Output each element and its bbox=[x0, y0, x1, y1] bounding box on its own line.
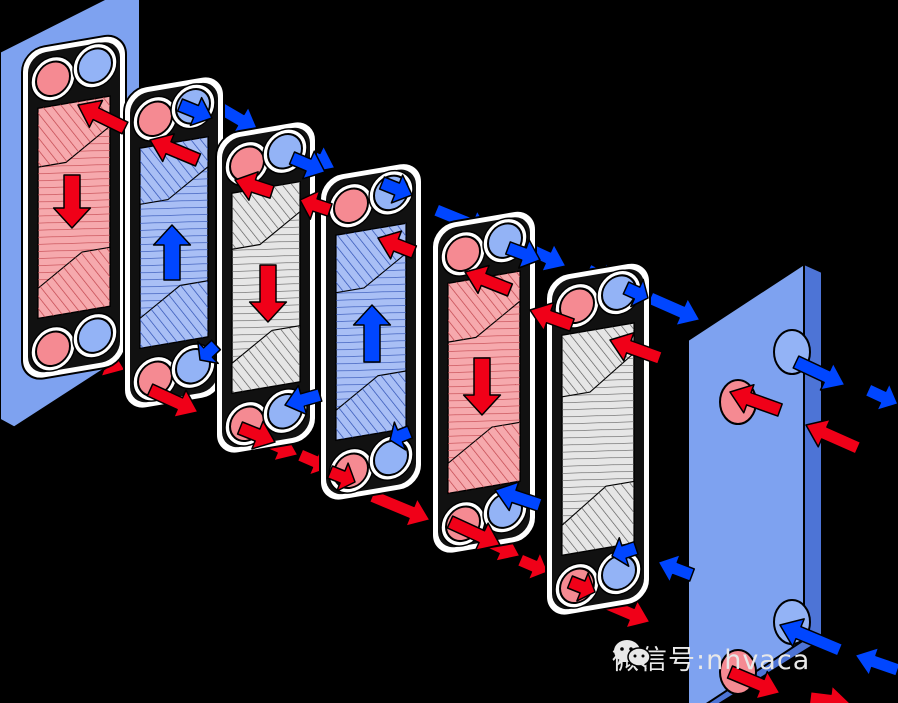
flow-arrow-20 bbox=[622, 278, 649, 308]
flow-arrow-29 bbox=[779, 618, 844, 657]
flow-arrow-31 bbox=[146, 383, 199, 419]
flow-arrow-2 bbox=[152, 224, 192, 281]
flow-arrow-6 bbox=[77, 99, 129, 135]
plates-layer bbox=[0, 0, 823, 703]
port-top-right bbox=[77, 47, 113, 84]
flow-arrow-12 bbox=[529, 301, 575, 332]
flow-arrow-27 bbox=[611, 537, 639, 567]
flow-arrow-8 bbox=[234, 171, 275, 201]
flow-arrow-16 bbox=[176, 96, 213, 127]
watermark: 微信号:nhvaca bbox=[612, 638, 810, 677]
flow-arrow-25 bbox=[389, 421, 414, 451]
flow-arrow-back-5 bbox=[368, 489, 431, 527]
flow-arrow-15 bbox=[805, 418, 862, 455]
flow-arrow-back-7 bbox=[516, 551, 549, 581]
flow-arrow-back-14 bbox=[646, 291, 701, 327]
flow-arrow-28 bbox=[657, 553, 696, 584]
flow-arrow-30 bbox=[854, 646, 898, 677]
flow-arrow-33 bbox=[326, 462, 356, 492]
flow-arrow-10 bbox=[377, 230, 418, 260]
flow-arrow-32 bbox=[236, 420, 276, 450]
plate-distribution-bottom-hatch bbox=[562, 481, 634, 556]
flow-arrow-22 bbox=[864, 382, 898, 412]
flow-arrow-17 bbox=[288, 150, 326, 180]
flow-arrow-13 bbox=[609, 331, 663, 365]
flow-arrow-26 bbox=[494, 481, 543, 512]
flow-arrow-24 bbox=[284, 384, 323, 416]
flow-arrow-7 bbox=[149, 133, 202, 167]
plate-distribution-bottom-hatch bbox=[232, 325, 300, 394]
flow-arrow-3 bbox=[248, 264, 288, 323]
flow-arrow-19 bbox=[504, 239, 541, 269]
plate-distribution-bottom-hatch bbox=[336, 370, 406, 441]
flow-arrow-14 bbox=[729, 383, 783, 417]
flow-arrow-1 bbox=[52, 174, 92, 229]
flow-arrow-4 bbox=[352, 304, 392, 363]
flow-arrow-35 bbox=[566, 572, 596, 602]
port-top-left bbox=[333, 187, 369, 224]
plate-distribution-bottom-hatch bbox=[448, 422, 520, 494]
flow-arrow-23 bbox=[197, 339, 222, 365]
port-bottom-right bbox=[77, 317, 113, 354]
plate-distribution-bottom-hatch bbox=[140, 280, 208, 349]
flow-arrow-18 bbox=[378, 174, 413, 204]
flow-arrow-5 bbox=[462, 357, 502, 416]
flow-arrow-11 bbox=[464, 264, 514, 297]
flow-arrow-36 bbox=[726, 665, 781, 700]
plate-5 bbox=[545, 261, 651, 617]
wechat-icon bbox=[614, 640, 651, 669]
flow-arrow-21 bbox=[792, 355, 846, 391]
port-top-left bbox=[445, 235, 481, 273]
flow-arrow-37 bbox=[808, 684, 851, 703]
flow-arrow-34 bbox=[446, 515, 501, 551]
port-top-left bbox=[35, 60, 71, 98]
port-top-left bbox=[559, 287, 595, 324]
plate-distribution-bottom-hatch bbox=[38, 247, 110, 319]
flow-arrows-front bbox=[52, 96, 898, 703]
flow-arrow-9 bbox=[299, 190, 333, 220]
port-bottom-left bbox=[35, 330, 71, 368]
